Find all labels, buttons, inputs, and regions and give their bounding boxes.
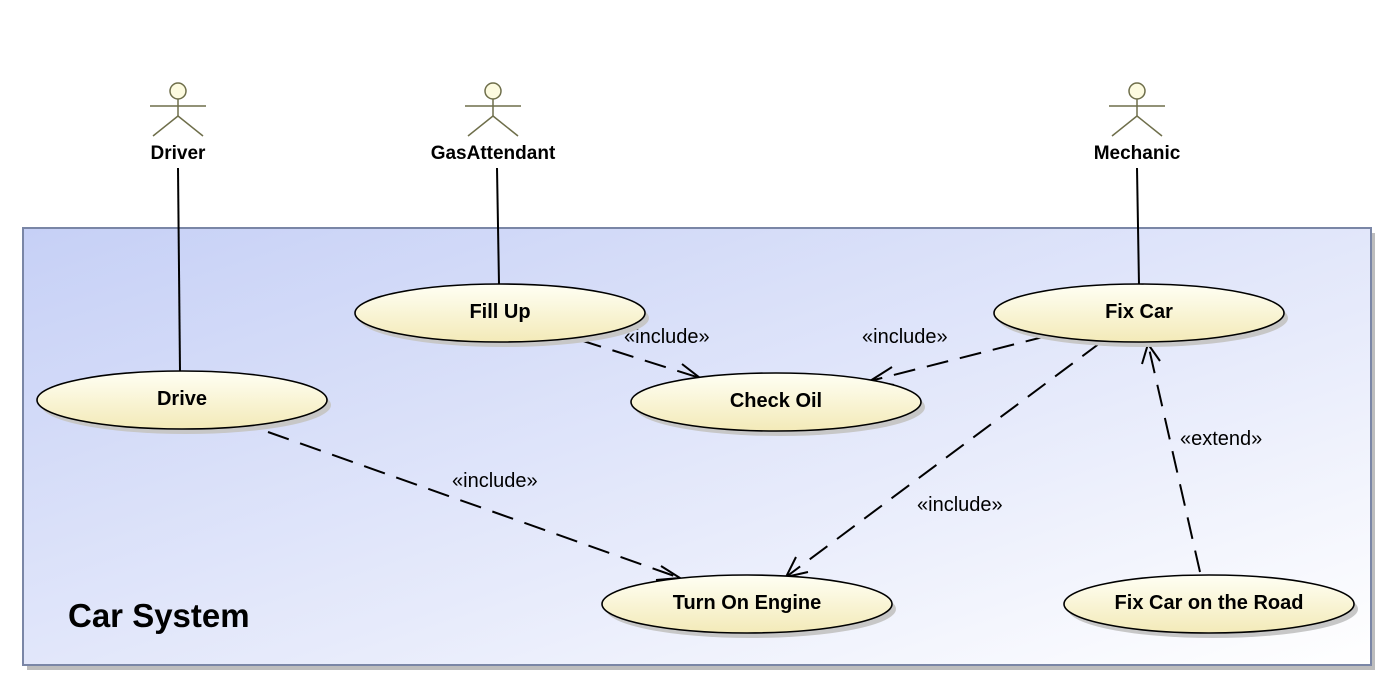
usecase-label: Drive [157,388,207,410]
relation-label: «include» [917,494,1003,516]
usecase-fill-up[interactable]: Fill Up [354,283,649,347]
association-mechanic-fixcar[interactable] [1136,167,1140,286]
relation-label: «include» [624,326,710,348]
relation-label: «include» [452,470,538,492]
relation-label: «include» [862,326,948,348]
usecase-fix-car[interactable]: Fix Car [993,283,1288,347]
actor-driver[interactable]: Driver [150,82,207,164]
usecase-label: Fix Car [1105,301,1173,323]
system-name: Car System [68,597,250,634]
usecase-label: Check Oil [730,390,822,412]
actor-mechanic[interactable]: Mechanic [1094,82,1181,164]
association-driver-drive[interactable] [177,167,181,372]
actor-label: Mechanic [1094,143,1181,164]
usecase-label: Fix Car on the Road [1115,592,1304,614]
usecase-label: Fill Up [469,301,530,323]
stick-figure-icon [1109,82,1165,137]
usecase-label: Turn On Engine [673,592,822,614]
stick-figure-icon [150,82,206,137]
usecase-drive[interactable]: Drive [36,370,331,434]
usecase-check-oil[interactable]: Check Oil [630,372,925,436]
usecase-turn-on-engine[interactable]: Turn On Engine [601,574,896,638]
usecase-fix-car-on-the-road[interactable]: Fix Car on the Road [1063,574,1358,638]
association-gas-fillup[interactable] [496,167,500,285]
actor-gas-attendant[interactable]: GasAttendant [431,82,556,164]
relation-label: «extend» [1180,428,1262,450]
actor-label: Driver [151,143,207,164]
actor-label: GasAttendant [431,143,556,164]
stick-figure-icon [465,82,521,137]
